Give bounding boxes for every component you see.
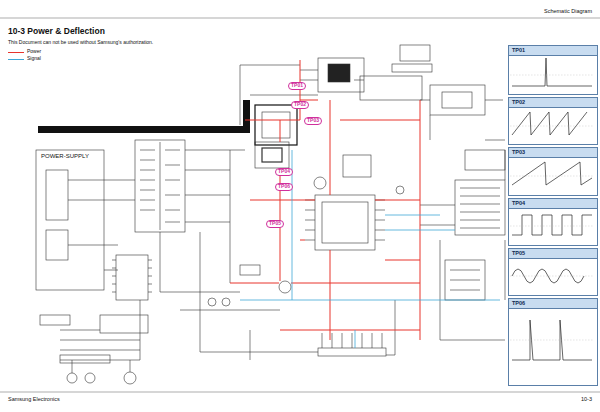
test-point-callout: TP02 [291, 101, 309, 109]
test-point-callout: TP03 [304, 117, 322, 125]
note-label: This Document can not be used without Sa… [8, 40, 153, 46]
waveform-panel: TP05 [508, 248, 598, 296]
waveform-panel: TP03 [508, 147, 598, 196]
test-point-callout: TP05 [266, 220, 284, 228]
test-point-callout: TP01 [288, 82, 306, 90]
wiring [36, 45, 505, 384]
black-bar [38, 126, 250, 133]
panel-heading: TP04 [509, 199, 597, 209]
power-trace [230, 60, 420, 340]
legend-swatch [8, 59, 24, 60]
section-label: POWER-SUPPLY [40, 153, 90, 160]
legend-text: Power [27, 49, 41, 55]
footer-label: 10-3 [581, 396, 592, 402]
test-point-callout: TP06 [275, 183, 293, 191]
footer-label: Samsung Electronics [8, 396, 60, 402]
panel-heading: TP01 [509, 46, 597, 56]
waveform-panel: TP01 [508, 45, 598, 95]
waveform-panel: TP06 [508, 298, 598, 386]
signal-trace [240, 150, 500, 348]
black-bar [243, 100, 250, 133]
page-title: 10-3 Power & Deflection [8, 27, 105, 37]
panel-heading: TP02 [509, 98, 597, 108]
header-label: Schematic Diagram [544, 8, 592, 14]
waveform-panel: TP04 [508, 198, 598, 246]
test-point-callout: TP04 [275, 168, 293, 176]
legend-text: Signal [27, 56, 41, 62]
panel-heading: TP05 [509, 249, 597, 259]
panel-heading: TP06 [509, 299, 597, 309]
legend-swatch [8, 52, 24, 53]
waveform-panel: TP02 [508, 97, 598, 145]
panel-heading: TP03 [509, 148, 597, 158]
footer-rule [0, 392, 600, 393]
header-rule [0, 18, 600, 19]
